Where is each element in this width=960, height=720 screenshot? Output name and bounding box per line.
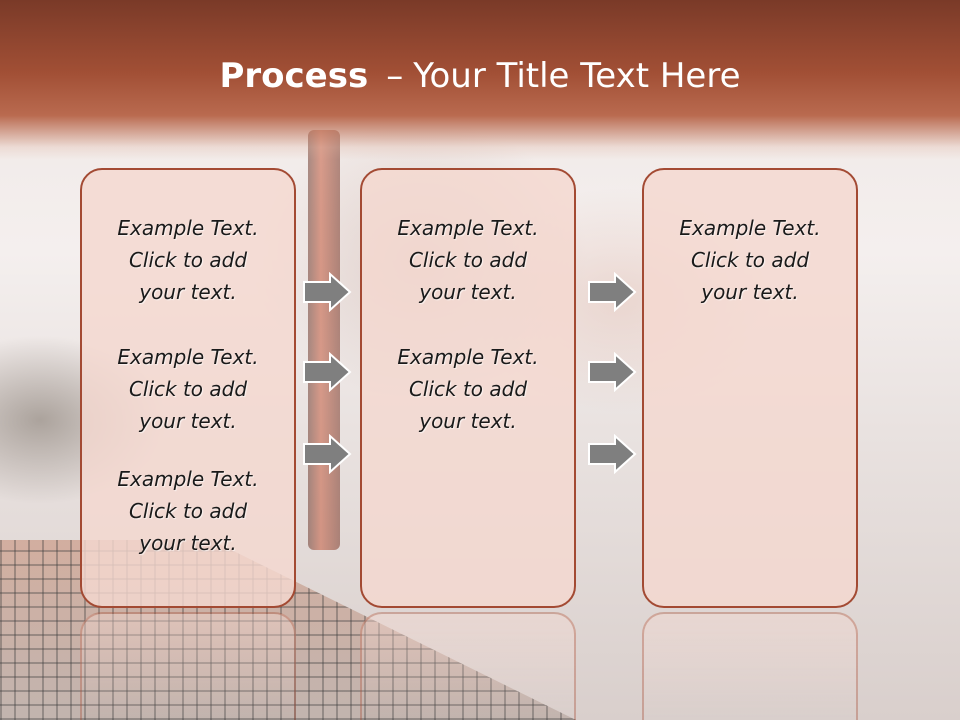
- box-1-text-1[interactable]: Example Text. Click to add your text.: [117, 216, 259, 304]
- box-2-reflection: [360, 612, 576, 720]
- box-1-text-3[interactable]: Example Text. Click to add your text.: [117, 467, 259, 555]
- right-arrow-icon: [588, 272, 637, 312]
- box-3-reflection: [642, 612, 858, 720]
- title-bar: [0, 0, 960, 160]
- title-rest-text: Your Title Text Here: [413, 56, 741, 96]
- process-box-2[interactable]: Example Text. Click to add your text. Ex…: [360, 168, 576, 608]
- title-bold-text: Process: [219, 56, 369, 96]
- right-arrow-icon: [303, 352, 352, 392]
- box-1-text-2[interactable]: Example Text. Click to add your text.: [117, 345, 259, 433]
- process-box-1[interactable]: Example Text. Click to add your text. Ex…: [80, 168, 296, 608]
- box-1-reflection: [80, 612, 296, 720]
- slide-title[interactable]: Process–Your Title Text Here: [0, 52, 960, 100]
- right-arrow-icon: [588, 352, 637, 392]
- box-2-text-1[interactable]: Example Text. Click to add your text.: [397, 216, 539, 304]
- box-2-text-2[interactable]: Example Text. Click to add your text.: [397, 345, 539, 433]
- process-box-3[interactable]: Example Text. Click to add your text.: [642, 168, 858, 608]
- title-separator: –: [386, 56, 404, 96]
- right-arrow-icon: [303, 272, 352, 312]
- box-3-text-1[interactable]: Example Text. Click to add your text.: [679, 216, 821, 304]
- right-arrow-icon: [303, 434, 352, 474]
- racket-handle-graphic: [308, 130, 340, 550]
- right-arrow-icon: [588, 434, 637, 474]
